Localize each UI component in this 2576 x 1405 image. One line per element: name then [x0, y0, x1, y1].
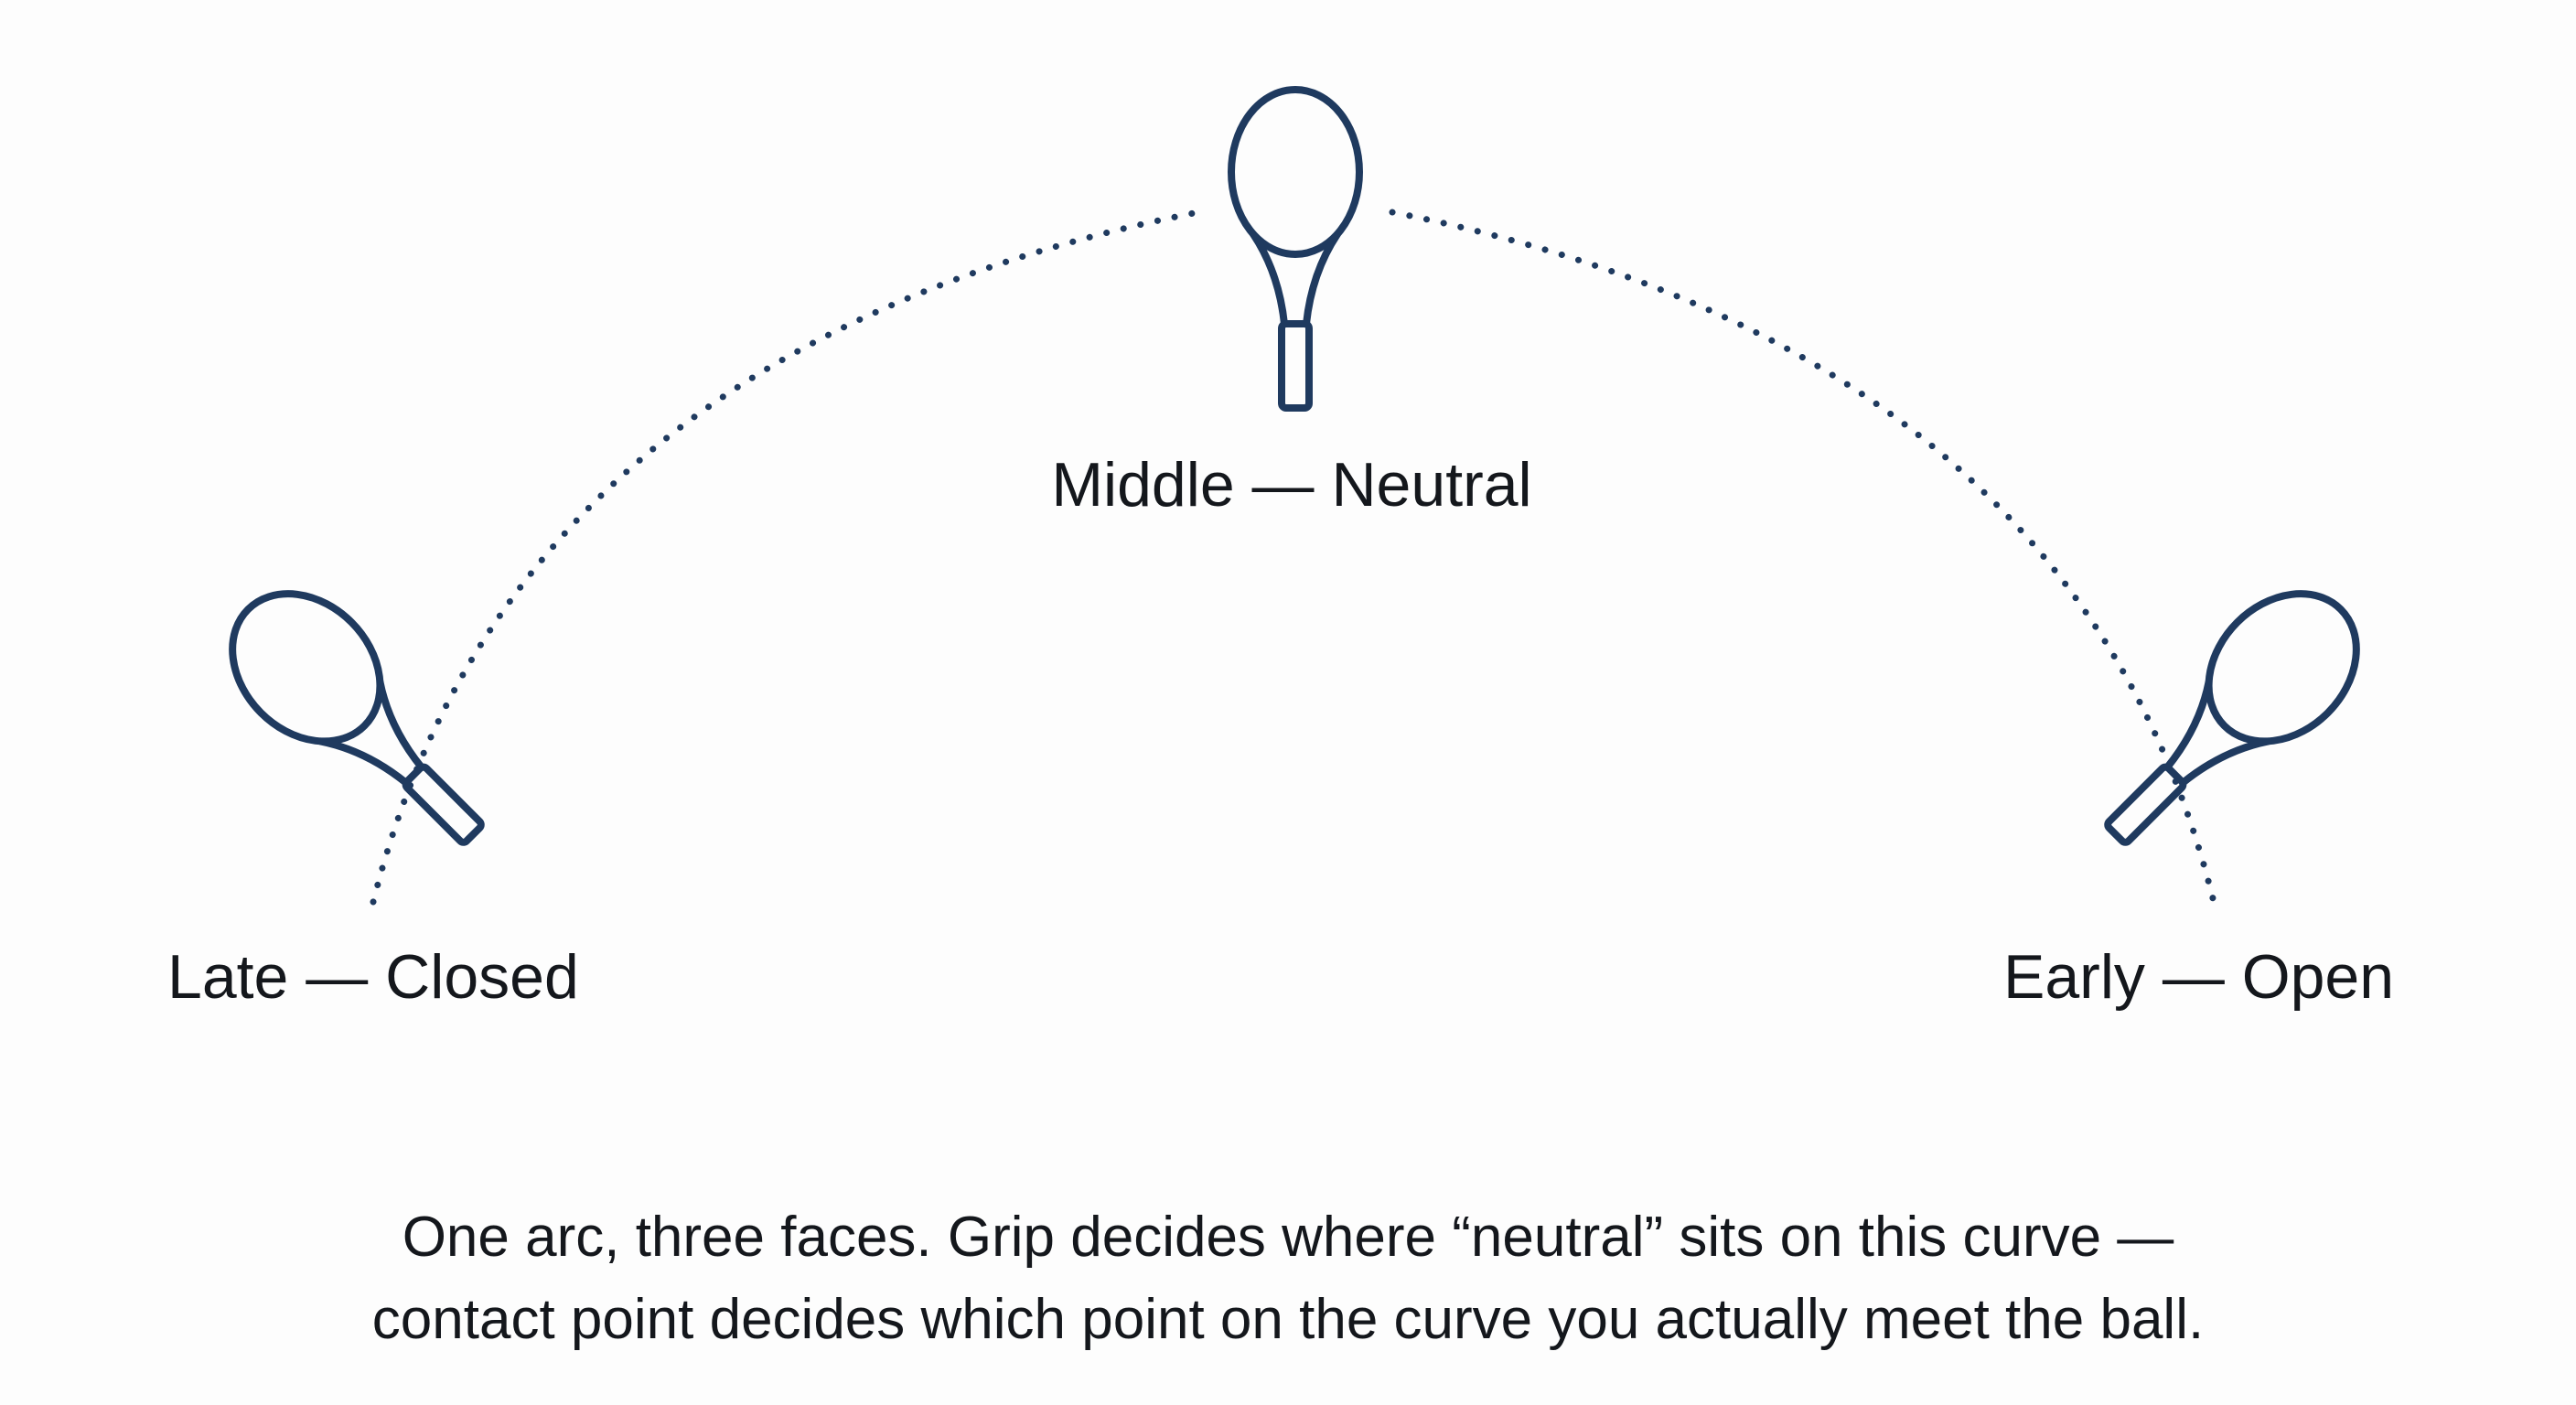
caption: One arc, three faces. Grip decides where… [0, 1196, 2576, 1361]
tennis-racket-icon-late [203, 564, 519, 880]
label-middle-neutral: Middle — Neutral [1051, 450, 1532, 520]
label-late-closed: Late — Closed [167, 942, 579, 1012]
swing-arc-left [370, 209, 1202, 906]
label-early-open: Early — Open [2003, 942, 2395, 1012]
tennis-racket-icon-middle [1231, 90, 1359, 408]
caption-line-2: contact point decides which point on the… [371, 1288, 2205, 1351]
tennis-racket-icon-early [2070, 564, 2386, 880]
swing-arc-right [1389, 209, 2217, 906]
caption-line-1: One arc, three faces. Grip decides where… [402, 1206, 2174, 1269]
